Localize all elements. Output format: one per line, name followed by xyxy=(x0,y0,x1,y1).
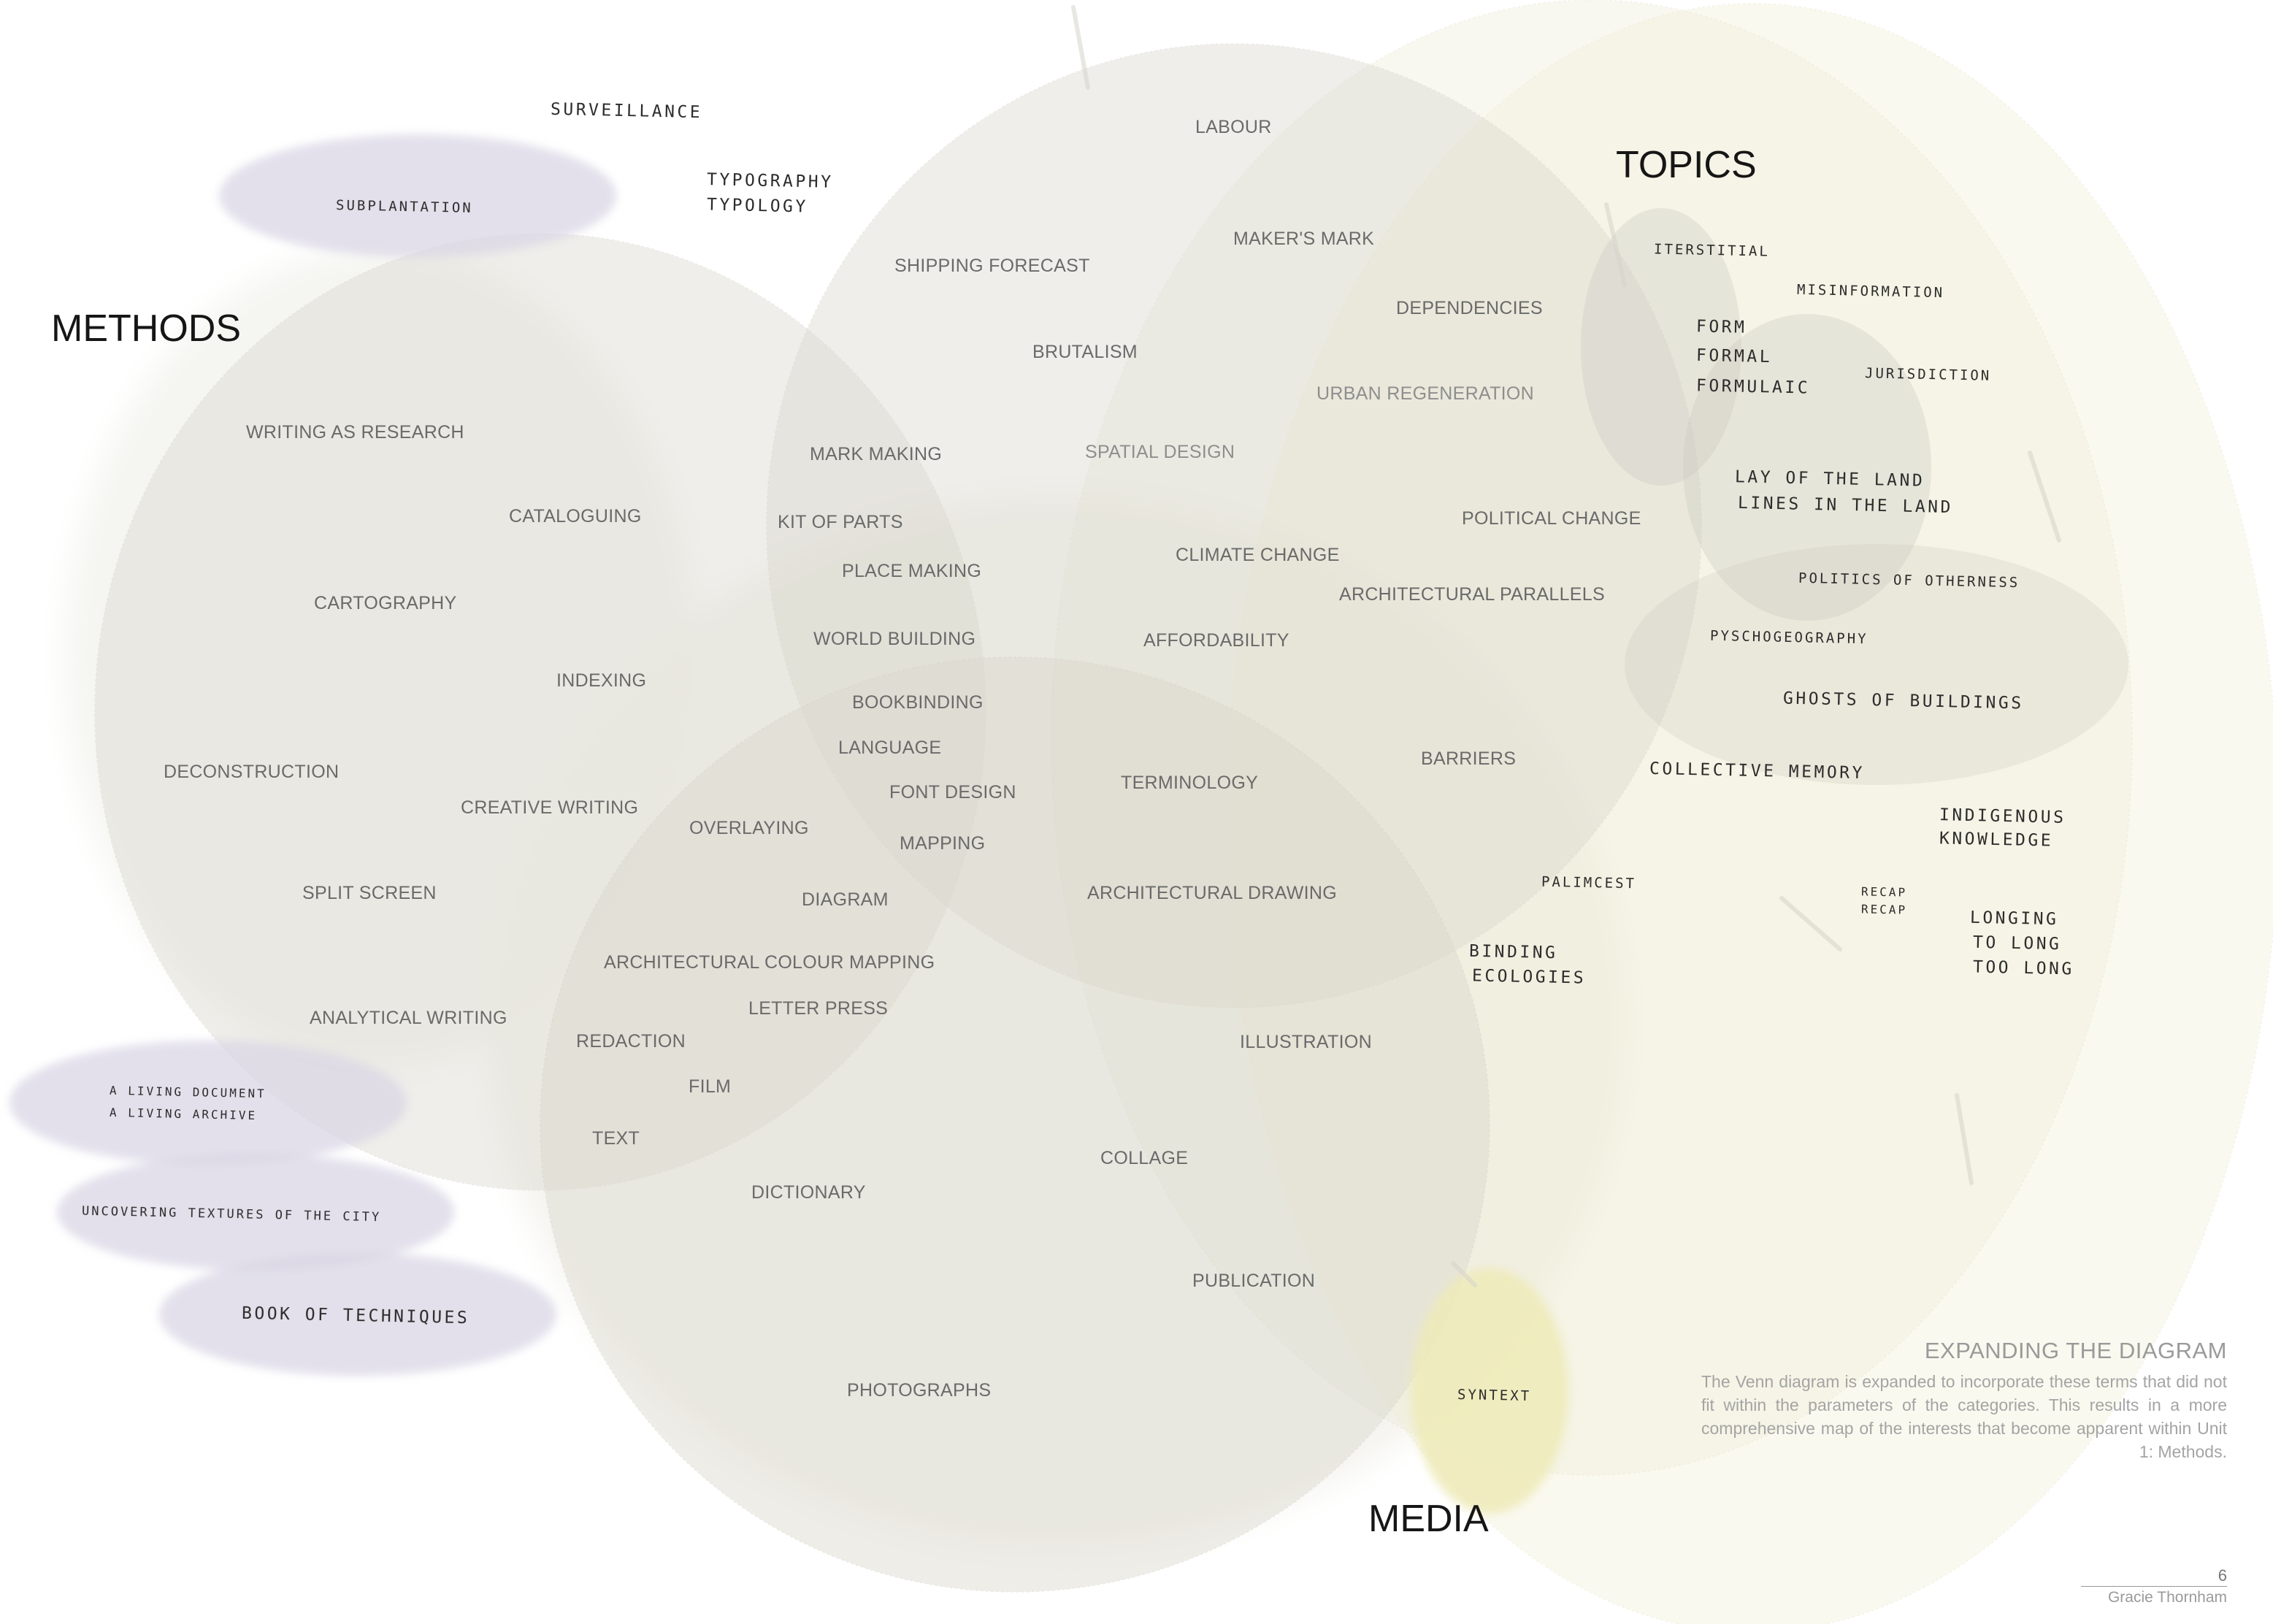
term-bookbinding: BOOKBINDING xyxy=(852,692,984,713)
media-circle xyxy=(540,656,1490,1593)
footer-divider xyxy=(2081,1586,2227,1587)
term-architectural-parallels: ARCHITECTURAL PARALLELS xyxy=(1339,584,1605,605)
methods-circle xyxy=(94,233,986,1191)
term-cataloguing: CATALOGUING xyxy=(509,506,642,526)
hand-psychogeography: PYSCHOGEOGRAPHY xyxy=(1709,627,1868,648)
syntext-blob xyxy=(1411,1268,1568,1514)
hand-formulaic: FORMULAIC xyxy=(1695,376,1811,398)
term-mark-making: MARK MAKING xyxy=(810,444,943,464)
author-name: Gracie Thornham xyxy=(2107,1589,2227,1606)
subplantation-blob xyxy=(219,134,616,257)
category-label-topics: TOPICS xyxy=(1616,144,1757,186)
term-political-change: POLITICAL CHANGE xyxy=(1462,508,1641,529)
term-place-making: PLACE MAKING xyxy=(842,561,982,581)
term-photographs: PHOTOGRAPHS xyxy=(847,1380,992,1401)
term-analytical-writing: ANALYTICAL WRITING xyxy=(310,1008,507,1028)
term-cartography: CARTOGRAPHY xyxy=(314,593,457,613)
hand-interstitial: ITERSTITIAL xyxy=(1653,241,1771,260)
term-architectural-colour-mapping: ARCHITECTURAL COLOUR MAPPING xyxy=(604,952,935,973)
note-title: EXPANDING THE DIAGRAM xyxy=(1924,1338,2227,1363)
hand-surveillance: SURVEILLANCE xyxy=(550,99,703,123)
term-indexing: INDEXING xyxy=(556,670,647,691)
land-ellipse xyxy=(1683,314,1931,621)
topics-outer-ellipse xyxy=(1226,3,2273,1624)
term-urban-regeneration: URBAN REGENERATION xyxy=(1316,383,1535,404)
term-climate-change: CLIMATE CHANGE xyxy=(1176,545,1340,565)
hand-formal: FORMAL xyxy=(1695,345,1773,367)
term-dictionary: DICTIONARY xyxy=(751,1182,866,1203)
term-creative-writing: CREATIVE WRITING xyxy=(461,797,639,818)
topics-mid-ellipse xyxy=(1051,0,2133,1476)
term-publication: PUBLICATION xyxy=(1192,1271,1316,1291)
hand-misinformation: MISINFORMATION xyxy=(1796,281,1945,302)
watercolour-wash xyxy=(66,248,1628,1548)
term-dependencies: DEPENDENCIES xyxy=(1396,298,1543,318)
hand-ecologies: ECOLOGIES xyxy=(1471,966,1587,988)
hand-form: FORM xyxy=(1695,317,1747,337)
term-labour: LABOUR xyxy=(1195,117,1272,137)
term-world-building: WORLD BUILDING xyxy=(813,629,976,649)
term-writing-as-research: WRITING AS RESEARCH xyxy=(246,422,464,443)
term-spatial-design: SPATIAL DESIGN xyxy=(1085,442,1235,462)
topics-circle xyxy=(766,43,1702,1008)
category-label-methods: METHODS xyxy=(51,307,241,350)
term-film: FILM xyxy=(689,1076,732,1097)
hand-living-archive: A LIVING ARCHIVE xyxy=(109,1105,258,1123)
page-number: 6 xyxy=(2218,1566,2227,1585)
hand-collective-memory: COLLECTIVE MEMORY xyxy=(1649,759,1866,784)
term-kit-of-parts: KIT OF PARTS xyxy=(778,512,903,532)
hand-lines-in-the-land: LINES IN THE LAND xyxy=(1737,493,1954,518)
term-architectural-drawing: ARCHITECTURAL DRAWING xyxy=(1087,883,1337,903)
hand-living-document: A LIVING DOCUMENT xyxy=(109,1083,267,1101)
hand-knowledge: KNOWLEDGE xyxy=(1939,829,2054,851)
hand-recap-1: RECAP xyxy=(1860,884,1908,900)
hand-book-of-techniques: BOOK OF TECHNIQUES xyxy=(241,1303,470,1328)
term-diagram: DIAGRAM xyxy=(802,889,889,910)
term-shipping-forecast: SHIPPING FORECAST xyxy=(894,256,1090,276)
term-language: LANGUAGE xyxy=(838,738,942,758)
term-makers-mark: MAKER'S MARK xyxy=(1233,229,1375,249)
hand-recap-2: RECAP xyxy=(1860,902,1908,917)
term-redaction: REDACTION xyxy=(576,1031,686,1052)
uncovering-textures-blob xyxy=(57,1154,454,1271)
term-brutalism: BRUTALISM xyxy=(1032,342,1138,362)
term-font-design: FONT DESIGN xyxy=(889,782,1016,803)
otherness-ellipse xyxy=(1625,544,2128,785)
note-body: The Venn diagram is expanded to incorpor… xyxy=(1701,1372,2227,1461)
term-split-screen: SPLIT SCREEN xyxy=(302,883,437,903)
hand-politics-of-otherness: POLITICS OF OTHERNESS xyxy=(1798,570,2020,591)
term-illustration: ILLUSTRATION xyxy=(1240,1032,1372,1052)
term-overlaying: OVERLAYING xyxy=(689,818,809,838)
term-letter-press: LETTER PRESS xyxy=(748,998,889,1019)
term-text: TEXT xyxy=(592,1128,640,1149)
category-label-media: MEDIA xyxy=(1368,1498,1489,1540)
hand-typology: TYPOLOGY xyxy=(706,195,809,217)
living-document-blob xyxy=(9,1041,407,1165)
hand-syntext: SYNTEXT xyxy=(1457,1386,1532,1405)
term-mapping: MAPPING xyxy=(900,833,986,854)
book-of-techniques-blob xyxy=(159,1253,556,1376)
hand-palimpsest: PALIMCEST xyxy=(1541,873,1637,892)
hand-subplantation: SUBPLANTATION xyxy=(335,197,473,216)
hand-ghosts-of-buildings: GHOSTS OF BUILDINGS xyxy=(1782,689,2024,713)
term-affordability: AFFORDABILITY xyxy=(1143,630,1289,651)
term-collage: COLLAGE xyxy=(1100,1148,1189,1168)
term-terminology: TERMINOLOGY xyxy=(1121,773,1259,793)
hand-jurisdiction: JURISDICTION xyxy=(1864,365,1992,384)
hand-longing-3: TOO LONG xyxy=(1972,957,2075,979)
term-deconstruction: DECONSTRUCTION xyxy=(164,762,340,782)
term-barriers: BARRIERS xyxy=(1421,748,1517,769)
